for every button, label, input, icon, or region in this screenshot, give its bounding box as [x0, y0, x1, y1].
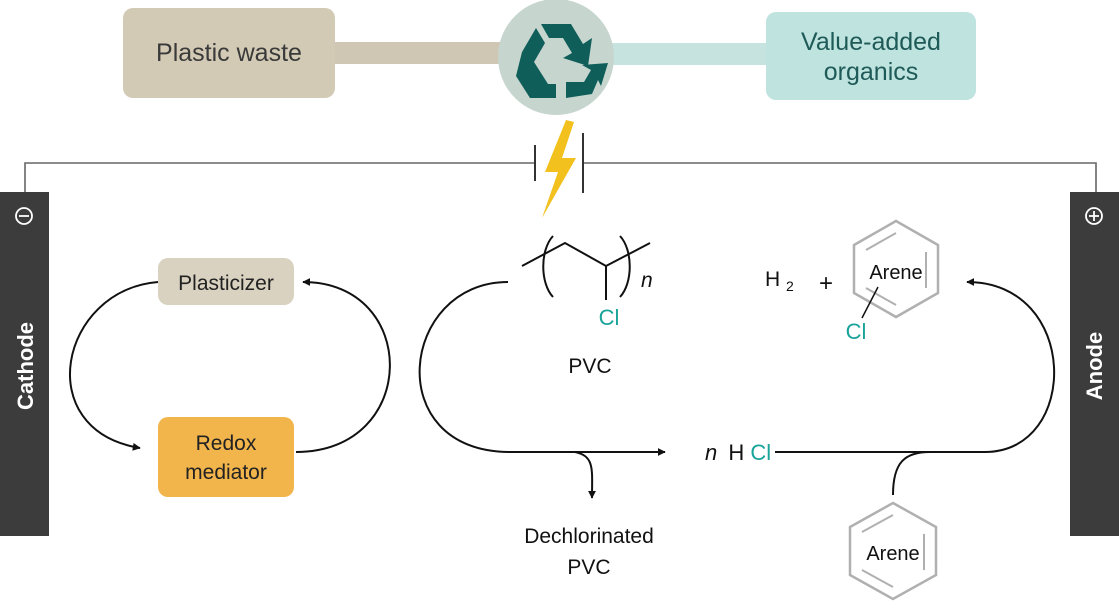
organics-label-line1: Value-added — [801, 28, 941, 56]
mediator-label-line2: mediator — [185, 461, 267, 484]
pvc-reaction-arrows — [418, 281, 666, 499]
hcl-formula: n H Cl — [705, 440, 771, 465]
hcl-coefficient: n — [705, 440, 717, 465]
cathode-cycle-arrows — [69, 278, 391, 453]
anode-cycle-arrows — [775, 278, 1055, 496]
mediator-label-line1: Redox — [196, 432, 257, 455]
pvc-label: PVC — [568, 355, 611, 378]
dechlorinated-label-line1: Dechlorinated — [524, 525, 654, 548]
cathode-electrode: Cathode — [0, 192, 49, 536]
dechlorinated-label-line2: PVC — [567, 556, 610, 579]
organics-box: Value-added organics — [766, 12, 976, 100]
h2-formula: H 2 — [765, 268, 794, 294]
circuit-wire — [24, 133, 1097, 193]
chloroarene-ring — [852, 219, 940, 319]
anode-label: Anode — [1082, 332, 1107, 400]
arene-bottom-label: Arene — [866, 543, 919, 565]
pvc-subscript-n: n — [641, 269, 653, 292]
cathode-label: Cathode — [13, 322, 38, 410]
plasticizer-box: Plasticizer — [158, 258, 294, 305]
connector-right — [585, 43, 785, 65]
plasticizer-label: Plasticizer — [178, 272, 274, 295]
hcl-h: H — [728, 440, 744, 465]
pvc-structure — [521, 235, 651, 300]
plastic-waste-box: Plastic waste — [123, 8, 335, 98]
recycle-icon — [498, 0, 614, 115]
redox-mediator-box: Redox mediator — [158, 417, 294, 497]
h2-subscript: 2 — [786, 278, 794, 294]
pvc-chlorine-label: Cl — [599, 305, 620, 330]
plastic-waste-label: Plastic waste — [156, 39, 302, 67]
arene-bottom-ring — [848, 501, 938, 601]
h2-symbol: H — [765, 268, 780, 291]
organics-label-line2: organics — [824, 58, 919, 86]
anode-electrode: Anode — [1070, 192, 1119, 536]
arene-top-label: Arene — [869, 262, 922, 284]
connector-left — [300, 42, 530, 64]
plus-sign: + — [819, 270, 833, 297]
hcl-cl: Cl — [750, 440, 771, 465]
arene-cl-bond — [861, 286, 879, 319]
arene-top-chlorine: Cl — [846, 319, 867, 344]
lightning-bolt-icon — [542, 120, 576, 218]
